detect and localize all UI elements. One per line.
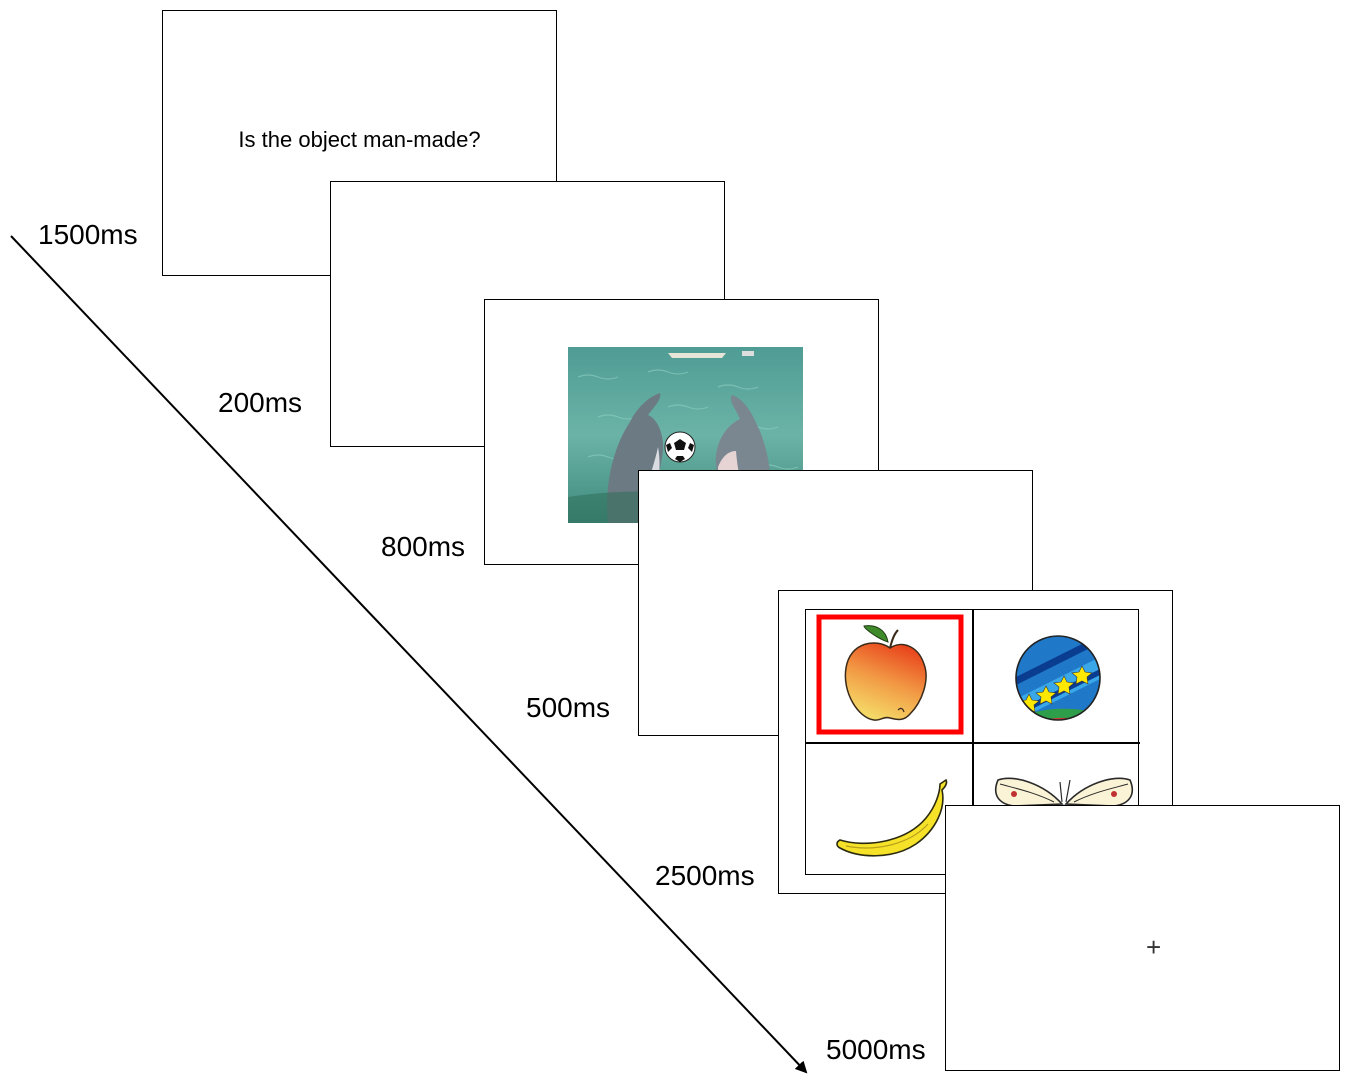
fixation-screen: + [945, 805, 1340, 1071]
duration-label-instruction: 1500ms [38, 219, 138, 250]
ball-icon [1015, 635, 1101, 721]
instruction-text: Is the object man-made? [238, 127, 481, 152]
grid-divider-horizontal [806, 742, 1140, 744]
duration-label-fixation: 5000ms [826, 1034, 926, 1065]
fixation-cross: + [1146, 932, 1162, 962]
duration-label-blank-2: 500ms [526, 692, 611, 723]
duration-label-object-array: 2500ms [655, 860, 755, 891]
duration-label-scene-photo: 800ms [381, 531, 466, 562]
apple-icon [816, 614, 964, 735]
object-cell-ball [974, 610, 1140, 742]
object-cell-banana [806, 744, 972, 876]
object-cell-apple [806, 610, 972, 742]
duration-label-blank-1: 200ms [218, 387, 303, 418]
highlight-box [816, 614, 964, 735]
banana-icon [836, 778, 948, 857]
time-arrow-line [10, 235, 808, 1074]
